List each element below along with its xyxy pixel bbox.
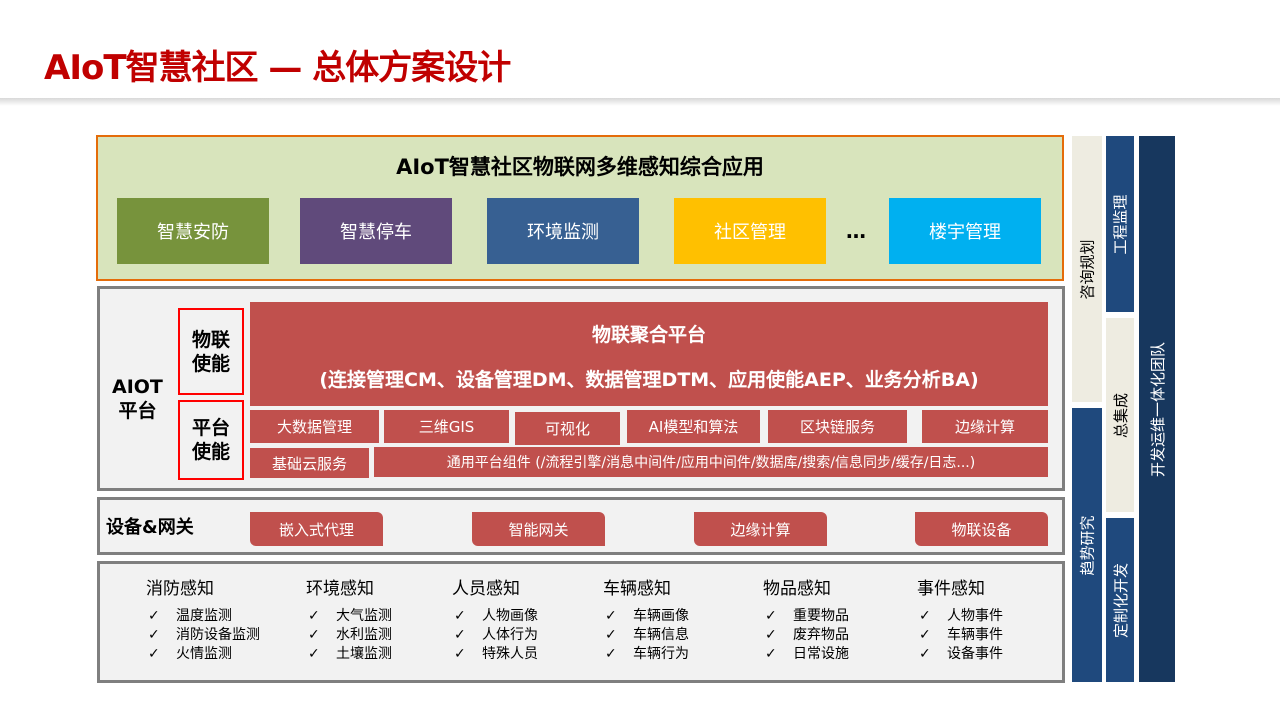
sensing-events: 事件感知 ✓人物事件 ✓车辆事件 ✓设备事件 — [917, 574, 1067, 664]
device-edge-computing: 边缘计算 — [694, 512, 827, 546]
sensing-objects: 物品感知 ✓重要物品 ✓废弃物品 ✓日常设施 — [763, 574, 913, 664]
sensing-title: 人员感知 — [452, 579, 520, 599]
platform-enable-box: 平台 使能 — [178, 400, 244, 480]
check-icon: ✓ — [919, 627, 931, 643]
side-custom-development: 定制化开发 — [1106, 518, 1134, 682]
sensing-title: 消防感知 — [146, 579, 214, 599]
check-icon: ✓ — [605, 627, 617, 643]
check-icon: ✓ — [148, 627, 160, 643]
page-title: AIoT智慧社区 — 总体方案设计 — [44, 48, 511, 88]
more-apps-ellipsis: … — [846, 219, 866, 243]
side-consulting-planning: 咨询规划 — [1072, 136, 1102, 402]
app-community-management: 社区管理 — [674, 198, 826, 264]
check-icon: ✓ — [605, 608, 617, 624]
sensing-people: 人员感知 ✓人物画像 ✓人体行为 ✓特殊人员 — [452, 574, 602, 664]
check-icon: ✓ — [765, 646, 777, 662]
sensing-item: ✓水利监测 — [308, 627, 392, 643]
check-icon: ✓ — [308, 608, 320, 624]
iot-aggregation-platform: 物联聚合平台 (连接管理CM、设备管理DM、数据管理DTM、应用使能AEP、业务… — [250, 302, 1048, 406]
sensing-item: ✓大气监测 — [308, 608, 392, 624]
sensing-title: 事件感知 — [917, 579, 985, 599]
app-smart-parking: 智慧停车 — [300, 198, 452, 264]
check-icon: ✓ — [454, 646, 466, 662]
sensing-item: ✓特殊人员 — [454, 646, 538, 662]
app-smart-security: 智慧安防 — [117, 198, 269, 264]
check-icon: ✓ — [765, 608, 777, 624]
sensing-item: ✓土壤监测 — [308, 646, 392, 662]
side-system-integration: 总集成 — [1106, 318, 1134, 512]
check-icon: ✓ — [148, 646, 160, 662]
sensing-item: ✓日常设施 — [765, 646, 849, 662]
sensing-environment: 环境感知 ✓大气监测 ✓水利监测 ✓土壤监测 — [306, 574, 456, 664]
aggregation-title: 物联聚合平台 — [591, 324, 706, 346]
sensing-item: ✓车辆事件 — [919, 627, 1003, 643]
check-icon: ✓ — [919, 646, 931, 662]
sensing-item: ✓重要物品 — [765, 608, 849, 624]
app-building-management: 楼宇管理 — [889, 198, 1041, 264]
service-ai-models: AI模型和算法 — [627, 410, 760, 443]
check-icon: ✓ — [454, 608, 466, 624]
sensing-fire: 消防感知 ✓温度监测 ✓消防设备监测 ✓火情监测 — [146, 574, 296, 664]
check-icon: ✓ — [454, 627, 466, 643]
service-visualization: 可视化 — [515, 412, 620, 445]
check-icon: ✓ — [765, 627, 777, 643]
sensing-item: ✓人物画像 — [454, 608, 538, 624]
sensing-item: ✓人物事件 — [919, 608, 1003, 624]
side-trend-research: 趋势研究 — [1072, 408, 1102, 682]
side-devops-team: 开发运维一体化团队 — [1139, 136, 1175, 682]
basic-cloud-service: 基础云服务 — [250, 448, 369, 478]
sensing-title: 物品感知 — [763, 579, 831, 599]
sensing-layer: 消防感知 ✓温度监测 ✓消防设备监测 ✓火情监测 环境感知 ✓大气监测 ✓水利监… — [97, 561, 1065, 683]
side-engineering-supervision: 工程监理 — [1106, 136, 1134, 312]
sensing-item: ✓消防设备监测 — [148, 627, 260, 643]
sensing-item: ✓车辆信息 — [605, 627, 689, 643]
title-divider — [0, 98, 1280, 106]
check-icon: ✓ — [308, 646, 320, 662]
sensing-item: ✓车辆画像 — [605, 608, 689, 624]
device-iot-devices: 物联设备 — [915, 512, 1048, 546]
sensing-vehicle: 车辆感知 ✓车辆画像 ✓车辆信息 ✓车辆行为 — [603, 574, 753, 664]
check-icon: ✓ — [308, 627, 320, 643]
iot-enable-box: 物联 使能 — [178, 308, 244, 395]
service-big-data: 大数据管理 — [250, 410, 379, 443]
sensing-item: ✓车辆行为 — [605, 646, 689, 662]
aiot-platform-label: AIOT 平台 — [112, 376, 163, 422]
app-environment-monitoring: 环境监测 — [487, 198, 639, 264]
device-embedded-agent: 嵌入式代理 — [250, 512, 383, 546]
application-layer: AIoT智慧社区物联网多维感知综合应用 智慧安防 智慧停车 环境监测 社区管理 … — [96, 135, 1064, 281]
aggregation-subtitle: (连接管理CM、设备管理DM、数据管理DTM、应用使能AEP、业务分析BA) — [319, 369, 979, 391]
check-icon: ✓ — [605, 646, 617, 662]
sensing-item: ✓火情监测 — [148, 646, 232, 662]
devices-gateway-layer: 设备&网关 嵌入式代理 智能网关 边缘计算 物联设备 — [97, 497, 1065, 555]
check-icon: ✓ — [148, 608, 160, 624]
service-3d-gis: 三维GIS — [384, 410, 509, 443]
service-edge-computing: 边缘计算 — [922, 410, 1048, 443]
devices-gateway-label: 设备&网关 — [106, 517, 194, 538]
aiot-platform-layer: AIOT 平台 物联 使能 平台 使能 物联聚合平台 (连接管理CM、设备管理D… — [97, 286, 1065, 491]
sensing-item: ✓人体行为 — [454, 627, 538, 643]
device-smart-gateway: 智能网关 — [472, 512, 605, 546]
sensing-item: ✓设备事件 — [919, 646, 1003, 662]
sensing-title: 车辆感知 — [603, 579, 671, 599]
service-blockchain: 区块链服务 — [768, 410, 907, 443]
common-platform-components: 通用平台组件 (/流程引擎/消息中间件/应用中间件/数据库/搜索/信息同步/缓存… — [374, 447, 1048, 477]
sensing-title: 环境感知 — [306, 579, 374, 599]
sensing-item: ✓温度监测 — [148, 608, 232, 624]
check-icon: ✓ — [919, 608, 931, 624]
application-layer-title: AIoT智慧社区物联网多维感知综合应用 — [396, 155, 764, 179]
sensing-item: ✓废弃物品 — [765, 627, 849, 643]
